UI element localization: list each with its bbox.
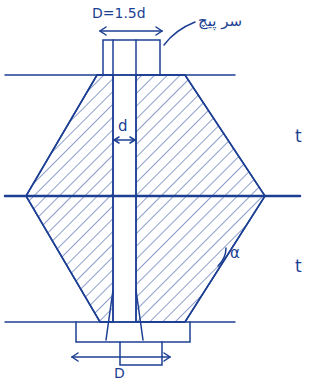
part-name: سر پیچ [198, 14, 242, 29]
dimension-label: D [114, 366, 125, 380]
dimension-label: D=1.5d [92, 6, 146, 20]
angle-label: α [230, 246, 240, 261]
dimension-label: d [118, 119, 128, 134]
thickness-label: t [295, 128, 302, 145]
thickness-label: t [295, 258, 302, 275]
